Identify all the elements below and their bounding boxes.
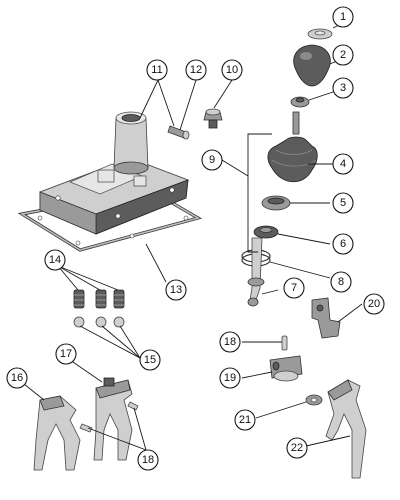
callout-21-label: 21 bbox=[239, 414, 251, 426]
part-9-bracket bbox=[247, 133, 272, 253]
callout-15: 15 bbox=[139, 349, 161, 371]
callout-17: 17 bbox=[55, 343, 77, 365]
part-12-stud bbox=[167, 125, 190, 140]
callout-21: 21 bbox=[234, 409, 256, 431]
part-5-bushing bbox=[261, 195, 291, 211]
callout-8: 8 bbox=[330, 271, 352, 293]
callout-14-label: 14 bbox=[49, 254, 61, 266]
callout-11: 11 bbox=[146, 59, 168, 81]
callout-18-bottom-label: 18 bbox=[142, 454, 154, 466]
callout-6-label: 6 bbox=[340, 238, 346, 250]
callout-18-right: 18 bbox=[219, 331, 241, 353]
callout-16-label: 16 bbox=[11, 372, 23, 384]
callout-20: 20 bbox=[363, 293, 385, 315]
callout-13: 13 bbox=[165, 279, 187, 301]
callout-12-label: 12 bbox=[190, 64, 202, 76]
callout-4-label: 4 bbox=[340, 158, 346, 170]
part-4-shift-boot bbox=[267, 111, 318, 183]
part-cover-tower bbox=[113, 111, 149, 175]
callout-6: 6 bbox=[332, 233, 354, 255]
callout-19-label: 19 bbox=[224, 372, 236, 384]
callout-17-label: 17 bbox=[60, 348, 72, 360]
callout-4: 4 bbox=[332, 153, 354, 175]
callout-15-label: 15 bbox=[144, 354, 156, 366]
callout-14: 14 bbox=[44, 249, 66, 271]
callout-9-label: 9 bbox=[209, 154, 215, 166]
callout-11-label: 11 bbox=[151, 64, 162, 76]
part-21-washer bbox=[305, 394, 323, 406]
part-cover-housing bbox=[38, 157, 190, 235]
part-2-shift-knob bbox=[293, 44, 331, 87]
part-16-shift-fork bbox=[33, 395, 81, 471]
part-7-shift-lever bbox=[247, 237, 265, 307]
part-14-detent-springs bbox=[73, 289, 125, 309]
callout-22-label: 22 bbox=[291, 442, 303, 454]
callout-1-label: 1 bbox=[340, 11, 346, 23]
callout-18-right-label: 18 bbox=[224, 336, 236, 348]
part-18-roll-pin-left bbox=[79, 423, 93, 433]
part-3-lock-nut bbox=[290, 96, 310, 108]
callout-1: 1 bbox=[332, 6, 354, 28]
part-18-roll-pin-right bbox=[127, 401, 139, 411]
part-10-breather bbox=[203, 108, 223, 129]
callout-7-label: 7 bbox=[291, 282, 297, 294]
callout-12: 12 bbox=[185, 59, 207, 81]
callout-10-label: 10 bbox=[226, 64, 238, 76]
part-20-selector-bracket bbox=[311, 297, 341, 339]
part-1-retaining-clip bbox=[307, 28, 333, 40]
callout-8-label: 8 bbox=[338, 276, 344, 288]
callout-7: 7 bbox=[283, 277, 305, 299]
callout-3-label: 3 bbox=[340, 82, 346, 94]
callout-16: 16 bbox=[6, 367, 28, 389]
callout-9: 9 bbox=[201, 149, 223, 171]
callout-3: 3 bbox=[332, 77, 354, 99]
callout-20-label: 20 bbox=[368, 298, 380, 310]
callout-5-label: 5 bbox=[340, 197, 346, 209]
part-15-detent-balls bbox=[73, 316, 125, 328]
callout-2: 2 bbox=[332, 44, 354, 66]
leader-lines bbox=[23, 23, 363, 451]
part-18-roll-pin bbox=[281, 335, 288, 351]
callout-22: 22 bbox=[286, 437, 308, 459]
part-6-seat bbox=[253, 225, 279, 239]
callout-18-bottom: 18 bbox=[137, 449, 159, 471]
callout-19: 19 bbox=[219, 367, 241, 389]
part-22-shift-fork bbox=[325, 379, 367, 479]
callout-10: 10 bbox=[221, 59, 243, 81]
callout-5: 5 bbox=[332, 192, 354, 214]
callout-2-label: 2 bbox=[340, 49, 346, 61]
part-19-interlock-plate bbox=[269, 355, 303, 382]
callout-13-label: 13 bbox=[170, 284, 182, 296]
part-17-shift-fork bbox=[93, 377, 133, 461]
